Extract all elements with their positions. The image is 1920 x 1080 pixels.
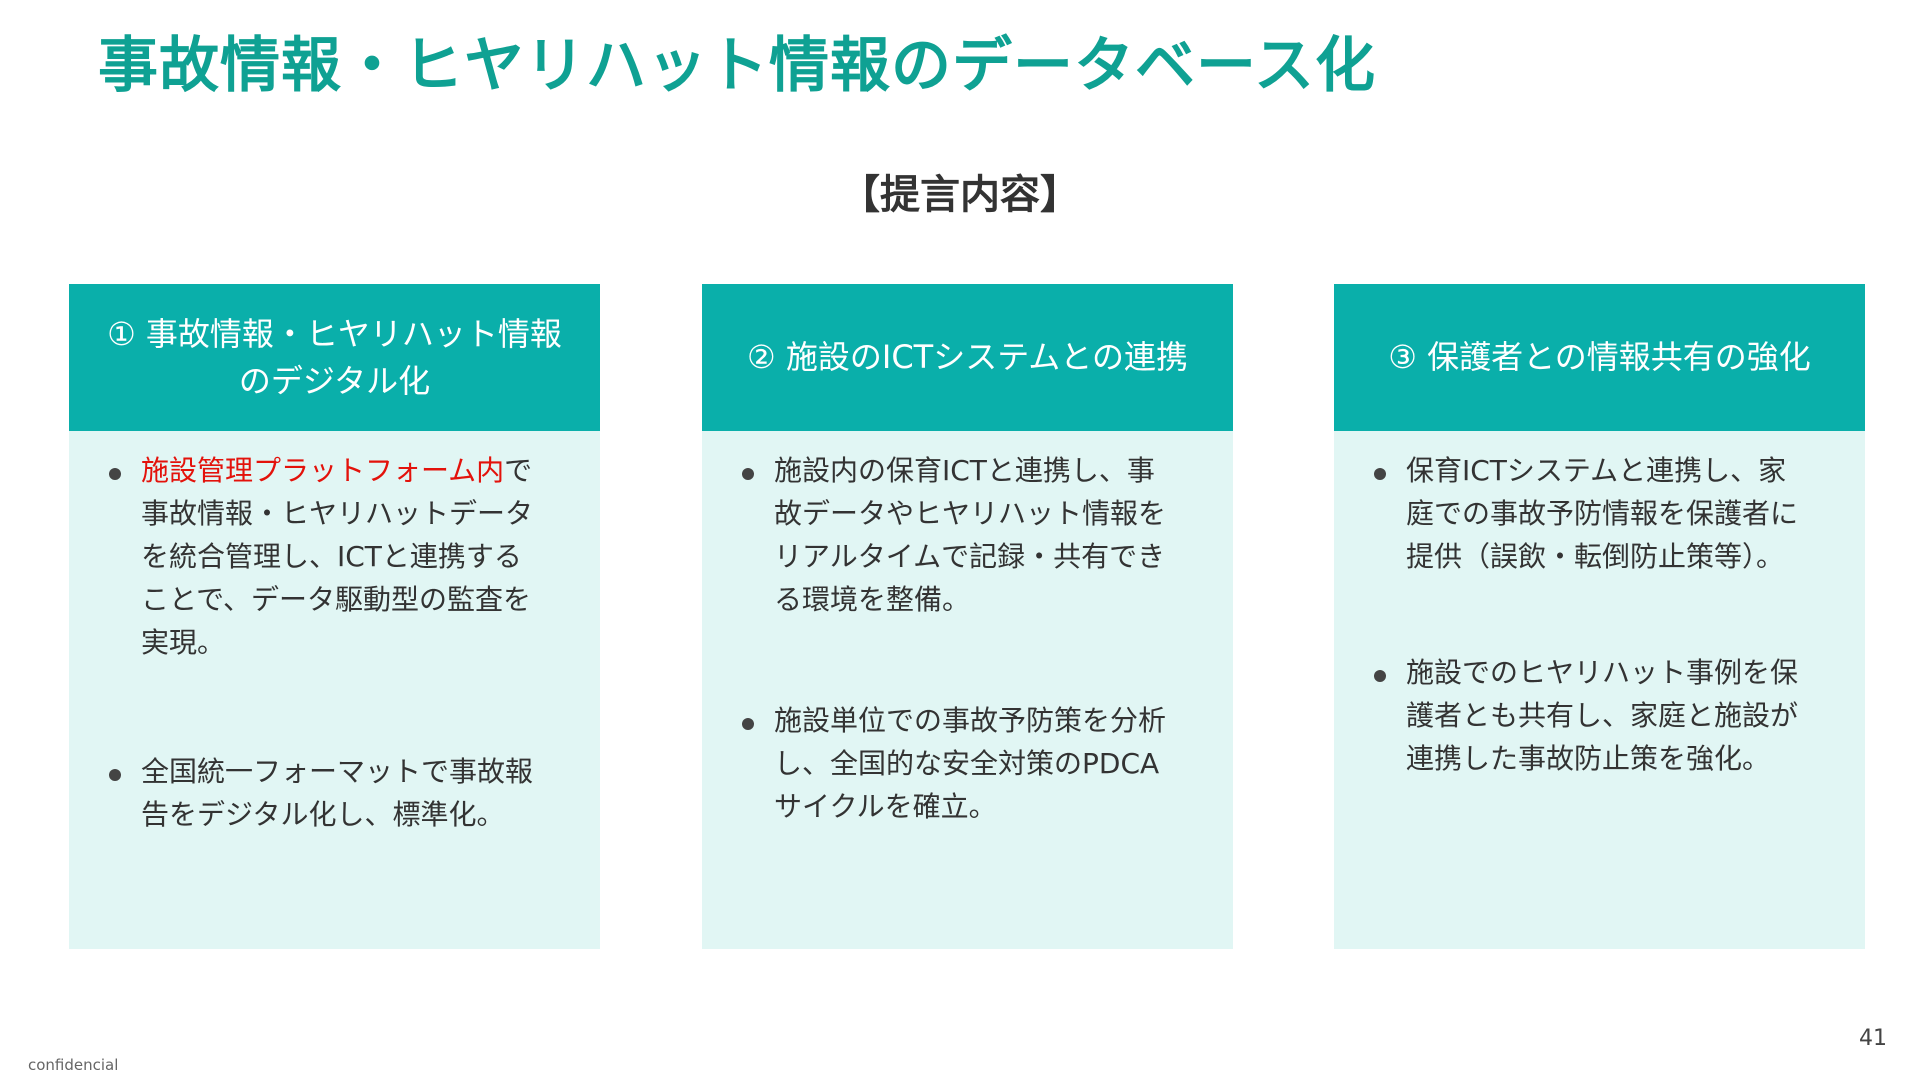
bullet-dot-icon <box>109 468 121 480</box>
bullet-text: 保育ICTシステムと連携し、家庭での事故予防情報を保護者に提供（誤飲・転倒防止策… <box>1406 454 1799 573</box>
card-header-text: ③ 保護者との情報共有の強化 <box>1388 338 1811 376</box>
card-header: ② 施設のICTシステムとの連携 <box>702 284 1233 431</box>
card-header: ③ 保護者との情報共有の強化 <box>1334 284 1865 431</box>
proposal-heading: 【提言内容】 <box>840 172 1080 218</box>
proposal-card-2: ② 施設のICTシステムとの連携 施設内の保育ICTと連携し、事故データやヒヤリ… <box>702 284 1233 949</box>
card-header-line-1: ① 事故情報・ヒヤリハット情報 <box>107 314 562 353</box>
bullet-item: 施設管理プラットフォーム内で事故情報・ヒヤリハットデータを統合管理し、ICTと連… <box>109 449 549 664</box>
bullet-item: 施設単位での事故予防策を分析し、全国的な安全対策のPDCAサイクルを確立。 <box>742 699 1182 828</box>
bullet-text: 施設単位での事故予防策を分析し、全国的な安全対策のPDCAサイクルを確立。 <box>774 704 1167 823</box>
bullet-dot-icon <box>1374 468 1386 480</box>
bullet-text: 施設管理プラットフォーム内で事故情報・ヒヤリハットデータを統合管理し、ICTと連… <box>141 449 549 664</box>
page-number: 41 <box>1859 1026 1887 1051</box>
card-header: ① 事故情報・ヒヤリハット情報 のデジタル化 <box>69 284 600 431</box>
bullet-dot-icon <box>742 468 754 480</box>
bullet-item: 施設内の保育ICTと連携し、事故データやヒヤリハット情報をリアルタイムで記録・共… <box>742 449 1182 621</box>
bullet-item: 保育ICTシステムと連携し、家庭での事故予防情報を保護者に提供（誤飲・転倒防止策… <box>1374 449 1814 578</box>
bullet-item: 全国統一フォーマットで事故報告をデジタル化し、標準化。 <box>109 750 549 836</box>
bullet-dot-icon <box>742 718 754 730</box>
bullet-dot-icon <box>109 769 121 781</box>
bullet-dot-icon <box>1374 670 1386 682</box>
card-header-text: ② 施設のICTシステムとの連携 <box>747 338 1188 376</box>
slide-title: 事故情報・ヒヤリハット情報のデータベース化 <box>98 31 1376 101</box>
bullet-text: 全国統一フォーマットで事故報告をデジタル化し、標準化。 <box>141 755 534 831</box>
card-header-line-2: のデジタル化 <box>238 361 431 400</box>
confidential-label: confidencial <box>28 1056 119 1074</box>
highlighted-text: 施設管理プラットフォーム内 <box>141 454 505 487</box>
bullet-item: 施設でのヒヤリハット事例を保護者とも共有し、家庭と施設が連携した事故防止策を強化… <box>1374 651 1814 780</box>
bullet-body-text: で事故情報・ヒヤリハットデータを統合管理し、ICTと連携することで、データ駆動型… <box>141 454 534 659</box>
proposal-card-1: ① 事故情報・ヒヤリハット情報 のデジタル化 施設管理プラットフォーム内で事故情… <box>69 284 600 949</box>
bullet-text: 施設内の保育ICTと連携し、事故データやヒヤリハット情報をリアルタイムで記録・共… <box>774 454 1167 616</box>
proposal-card-3: ③ 保護者との情報共有の強化 保育ICTシステムと連携し、家庭での事故予防情報を… <box>1334 284 1865 949</box>
bullet-text: 施設でのヒヤリハット事例を保護者とも共有し、家庭と施設が連携した事故防止策を強化… <box>1406 656 1799 775</box>
